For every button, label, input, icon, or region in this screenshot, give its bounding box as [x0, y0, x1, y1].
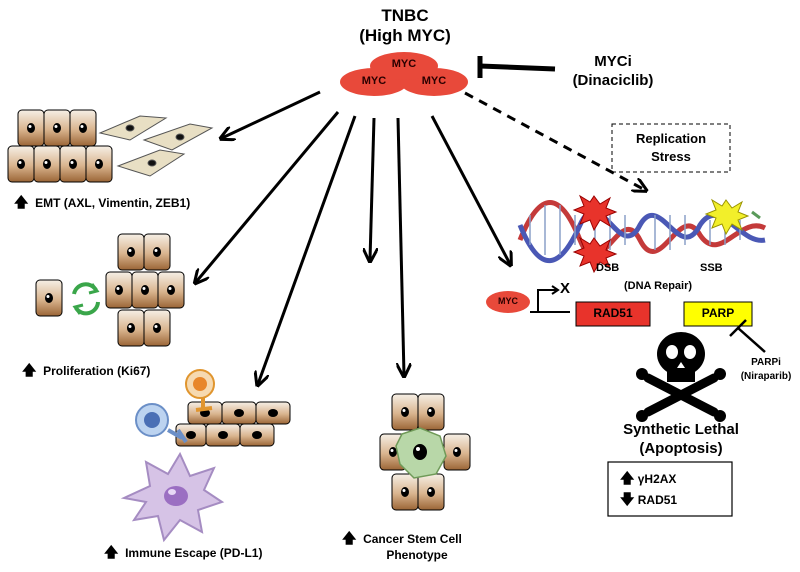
emt-label: 🡅 EMT (AXL, Vimentin, ZEB1)	[14, 192, 190, 216]
marker-down-row: 🡇 RAD51	[620, 489, 677, 510]
parpi-line1: PARPi	[751, 357, 781, 368]
arrow-to-promoter	[430, 115, 510, 264]
marker-list: 🡅 γH2AX 🡇 RAD51	[620, 468, 677, 510]
synthetic-lethal-line2: (Apoptosis)	[639, 440, 723, 457]
replication-stress-line2: Stress	[651, 149, 691, 164]
stem-cell-line2: Phenotype	[386, 548, 448, 562]
arrow-to-immune	[258, 115, 357, 384]
emt-mesenchymal-cells	[98, 115, 214, 177]
arrow-to-proliferation	[196, 111, 340, 282]
proliferation-text: Proliferation (Ki67)	[43, 364, 151, 378]
emt-text: EMT (AXL, Vimentin, ZEB1)	[35, 196, 191, 210]
inhibitor-line1: MYCi	[594, 53, 632, 70]
title-line1: TNBC	[381, 6, 429, 25]
ssb-burst-icon	[704, 198, 750, 236]
rad51-gene-box	[575, 301, 651, 327]
proliferation-cells	[35, 233, 185, 347]
up-arrow-icon: 🡅	[620, 470, 635, 486]
replication-stress-line1: Replication	[635, 131, 707, 146]
immune-escape-text: Immune Escape (PD-L1)	[125, 546, 263, 560]
inhibitor-line2: (Dinaciclib)	[572, 72, 654, 89]
immune-tumor-cells-row	[175, 401, 291, 447]
arrow-to-dna	[464, 91, 645, 190]
promoter-arrow	[530, 285, 570, 313]
arrow-to-stem-2	[398, 117, 404, 375]
skull-crossbones-icon	[636, 332, 726, 422]
parp-gene-box	[683, 301, 753, 327]
stem-cell-line1-row: 🡅 Cancer Stem Cell	[342, 530, 492, 547]
myc-label-left: MYC	[361, 75, 387, 87]
ssb-gap-strand	[751, 210, 761, 220]
stem-cell-line1: Cancer Stem Cell	[363, 532, 462, 546]
marker-up-label: γH2AX	[637, 472, 677, 486]
dna-repair-label: (DNA Repair)	[624, 280, 693, 292]
outcome-arrows	[196, 90, 645, 384]
synthetic-lethal-label: Synthetic Lethal (Apoptosis)	[596, 420, 766, 458]
macrophage-icon	[120, 451, 225, 543]
title-line2: (High MYC)	[359, 26, 451, 45]
dsb-burst-icons	[572, 194, 618, 274]
myci-inhibition-line	[477, 56, 556, 78]
marker-up-row: 🡅 γH2AX	[620, 468, 677, 489]
up-arrow-icon: 🡅	[342, 530, 357, 546]
emt-epithelial-cells	[7, 109, 113, 183]
replication-stress-label: Replication Stress	[612, 130, 730, 166]
immune-escape-label: 🡅 Immune Escape (PD-L1)	[104, 542, 262, 566]
parpi-line2: (Niraparib)	[740, 371, 792, 382]
rad51-label: RAD51	[593, 306, 633, 320]
promoter-myc-label: MYC	[498, 296, 518, 306]
ssb-label: SSB	[700, 262, 723, 274]
immune-cell-orange-icon	[185, 369, 215, 412]
arrow-to-stem	[370, 117, 374, 260]
parpi-inhibition-line	[729, 319, 766, 353]
repression-x: X	[560, 280, 571, 297]
marker-box	[607, 461, 733, 517]
up-arrow-icon: 🡅	[14, 194, 29, 210]
synthetic-lethal-line1: Synthetic Lethal	[623, 421, 739, 438]
cycle-arrows-icon	[72, 282, 100, 316]
stem-cell-label: 🡅 Cancer Stem Cell Phenotype	[342, 530, 492, 563]
dsb-label: DSB	[596, 262, 620, 274]
myc-protein-small	[486, 291, 530, 313]
proliferation-label: 🡅 Proliferation (Ki67)	[22, 360, 150, 384]
replication-stress-box	[611, 123, 731, 173]
t-cell-blue-icon	[135, 403, 188, 444]
inhibitor-label: MYCi (Dinaciclib)	[558, 52, 668, 90]
myc-label-top: MYC	[391, 58, 417, 70]
myc-label-right: MYC	[421, 75, 447, 87]
up-arrow-icon: 🡅	[22, 362, 37, 378]
marker-down-label: RAD51	[637, 493, 678, 507]
parp-label: PARP	[701, 306, 735, 320]
stem-cell-stack	[379, 393, 471, 511]
arrow-to-emt	[222, 90, 321, 138]
parpi-label: PARPi (Niraparib)	[734, 356, 798, 384]
up-arrow-icon: 🡅	[104, 544, 119, 560]
title: TNBC (High MYC)	[335, 6, 475, 46]
myc-cluster	[340, 52, 468, 96]
down-arrow-icon: 🡇	[620, 491, 635, 507]
